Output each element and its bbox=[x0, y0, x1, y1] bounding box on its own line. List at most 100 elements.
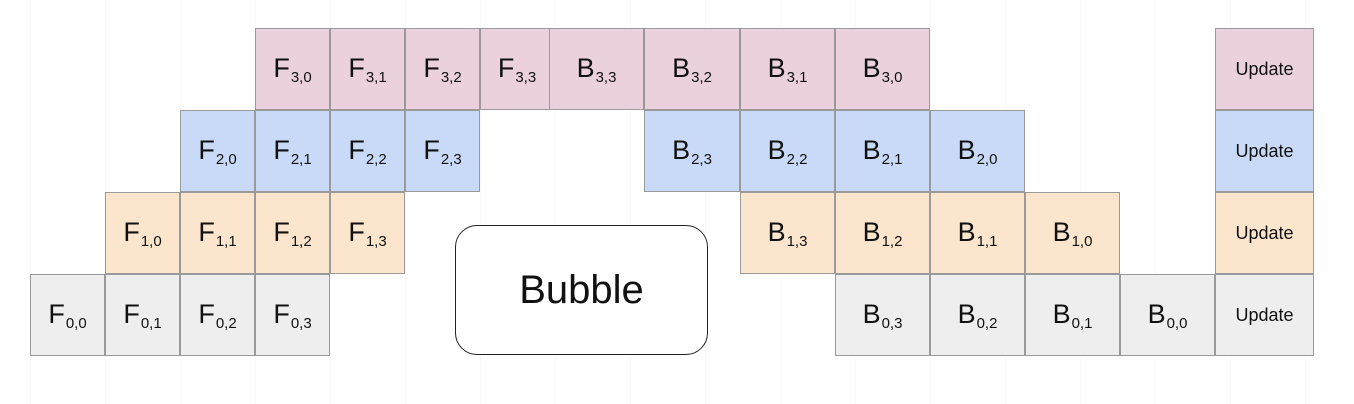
cell-subscript: 0,0 bbox=[1166, 314, 1188, 332]
cell-letter: F bbox=[273, 216, 290, 247]
forward-cell-3-0: F3,0 bbox=[255, 28, 330, 110]
cell-label: B3,1 bbox=[768, 53, 808, 86]
cell-label: F1,3 bbox=[348, 217, 386, 250]
cell-label: B2,1 bbox=[863, 135, 903, 168]
cell-label: B3,2 bbox=[672, 53, 712, 86]
cell-letter: B bbox=[672, 52, 691, 83]
cell-label: B2,3 bbox=[672, 135, 712, 168]
update-cell-stage-1: Update bbox=[1215, 192, 1314, 274]
cell-label: B0,0 bbox=[1148, 299, 1188, 332]
cell-label: F3,0 bbox=[273, 53, 311, 86]
forward-cell-0-2: F0,2 bbox=[180, 274, 255, 356]
cell-subscript: 3,1 bbox=[365, 68, 387, 86]
cell-label: B3,3 bbox=[577, 53, 617, 86]
forward-cell-1-1: F1,1 bbox=[180, 192, 255, 274]
update-label: Update bbox=[1235, 140, 1294, 161]
cell-label: F1,1 bbox=[198, 217, 236, 250]
cell-subscript: 2,2 bbox=[365, 150, 387, 168]
cell-subscript: 0,0 bbox=[65, 314, 87, 332]
cell-letter: B bbox=[1052, 216, 1071, 247]
cell-subscript: 0,2 bbox=[976, 314, 998, 332]
cell-label: F3,3 bbox=[498, 53, 536, 86]
cell-letter: F bbox=[273, 134, 290, 165]
cell-letter: B bbox=[957, 298, 976, 329]
cell-label: F2,0 bbox=[198, 135, 236, 168]
backward-cell-0-0: B0,0 bbox=[1120, 274, 1215, 356]
cell-subscript: 2,0 bbox=[215, 150, 237, 168]
cell-subscript: 2,3 bbox=[691, 150, 712, 168]
forward-cell-3-3: F3,3 bbox=[480, 28, 554, 110]
cell-letter: F bbox=[48, 298, 65, 329]
cell-subscript: 3,3 bbox=[515, 68, 537, 86]
forward-cell-0-1: F0,1 bbox=[105, 274, 180, 356]
backward-cell-2-0: B2,0 bbox=[930, 110, 1025, 192]
cell-label: B1,2 bbox=[863, 217, 903, 250]
cell-letter: F bbox=[198, 216, 215, 247]
forward-cell-2-0: F2,0 bbox=[180, 110, 255, 192]
cell-label: F0,3 bbox=[273, 299, 311, 332]
cell-letter: B bbox=[767, 216, 786, 247]
backward-cell-2-3: B2,3 bbox=[644, 110, 740, 192]
cell-subscript: 2,0 bbox=[976, 150, 998, 168]
backward-cell-0-1: B0,1 bbox=[1025, 274, 1120, 356]
cell-letter: B bbox=[957, 216, 976, 247]
cell-subscript: 3,2 bbox=[440, 68, 462, 86]
cell-letter: F bbox=[273, 298, 290, 329]
forward-cell-0-3: F0,3 bbox=[255, 274, 330, 356]
update-cell-stage-3: Update bbox=[1215, 28, 1314, 110]
cell-label: F1,0 bbox=[123, 217, 161, 250]
update-label: Update bbox=[1235, 304, 1294, 325]
cell-subscript: 2,1 bbox=[290, 150, 312, 168]
cell-label: B3,0 bbox=[863, 53, 903, 86]
cell-subscript: 2,3 bbox=[440, 150, 462, 168]
cell-label: B0,3 bbox=[863, 299, 903, 332]
cell-label: F2,1 bbox=[273, 135, 311, 168]
cell-label: B1,1 bbox=[958, 217, 998, 250]
forward-cell-0-0: F0,0 bbox=[30, 274, 105, 356]
cell-letter: F bbox=[123, 298, 140, 329]
cell-letter: B bbox=[862, 216, 881, 247]
cell-letter: B bbox=[767, 52, 786, 83]
cell-letter: F bbox=[348, 52, 365, 83]
cell-label: B1,0 bbox=[1053, 217, 1093, 250]
forward-cell-2-3: F2,3 bbox=[405, 110, 480, 192]
cell-subscript: 1,0 bbox=[1071, 232, 1093, 250]
cell-label: F2,3 bbox=[423, 135, 461, 168]
cell-label: F0,1 bbox=[123, 299, 161, 332]
cell-letter: B bbox=[576, 52, 595, 83]
cell-subscript: 0,1 bbox=[1071, 314, 1093, 332]
backward-cell-0-3: B0,3 bbox=[835, 274, 930, 356]
backward-cell-3-1: B3,1 bbox=[740, 28, 835, 110]
cell-label: F2,2 bbox=[348, 135, 386, 168]
cell-letter: F bbox=[273, 52, 290, 83]
cell-label: B0,1 bbox=[1053, 299, 1093, 332]
cell-label: F3,2 bbox=[423, 53, 461, 86]
cell-letter: B bbox=[1052, 298, 1071, 329]
cell-subscript: 1,0 bbox=[140, 232, 162, 250]
backward-cell-2-1: B2,1 bbox=[835, 110, 930, 192]
forward-cell-1-2: F1,2 bbox=[255, 192, 330, 274]
update-label: Update bbox=[1235, 58, 1294, 79]
cell-label: F3,1 bbox=[348, 53, 386, 86]
backward-cell-3-3: B3,3 bbox=[549, 28, 644, 110]
cell-subscript: 1,2 bbox=[290, 232, 312, 250]
forward-cell-2-2: F2,2 bbox=[330, 110, 405, 192]
cell-label: F0,0 bbox=[48, 299, 86, 332]
update-cell-stage-0: Update bbox=[1215, 274, 1314, 356]
cell-subscript: 2,1 bbox=[881, 150, 903, 168]
cell-label: B1,3 bbox=[768, 217, 808, 250]
cell-letter: F bbox=[423, 52, 440, 83]
cell-letter: F bbox=[423, 134, 440, 165]
cell-subscript: 1,3 bbox=[365, 232, 387, 250]
bubble-box: Bubble bbox=[455, 225, 708, 355]
cell-label: B2,2 bbox=[768, 135, 808, 168]
cell-subscript: 3,0 bbox=[881, 68, 903, 86]
forward-cell-3-1: F3,1 bbox=[330, 28, 405, 110]
cell-subscript: 3,0 bbox=[290, 68, 312, 86]
cell-letter: B bbox=[862, 134, 881, 165]
cell-letter: B bbox=[862, 52, 881, 83]
forward-cell-3-2: F3,2 bbox=[405, 28, 480, 110]
cell-letter: F bbox=[123, 216, 140, 247]
cell-letter: F bbox=[198, 298, 215, 329]
cell-subscript: 1,2 bbox=[881, 232, 903, 250]
